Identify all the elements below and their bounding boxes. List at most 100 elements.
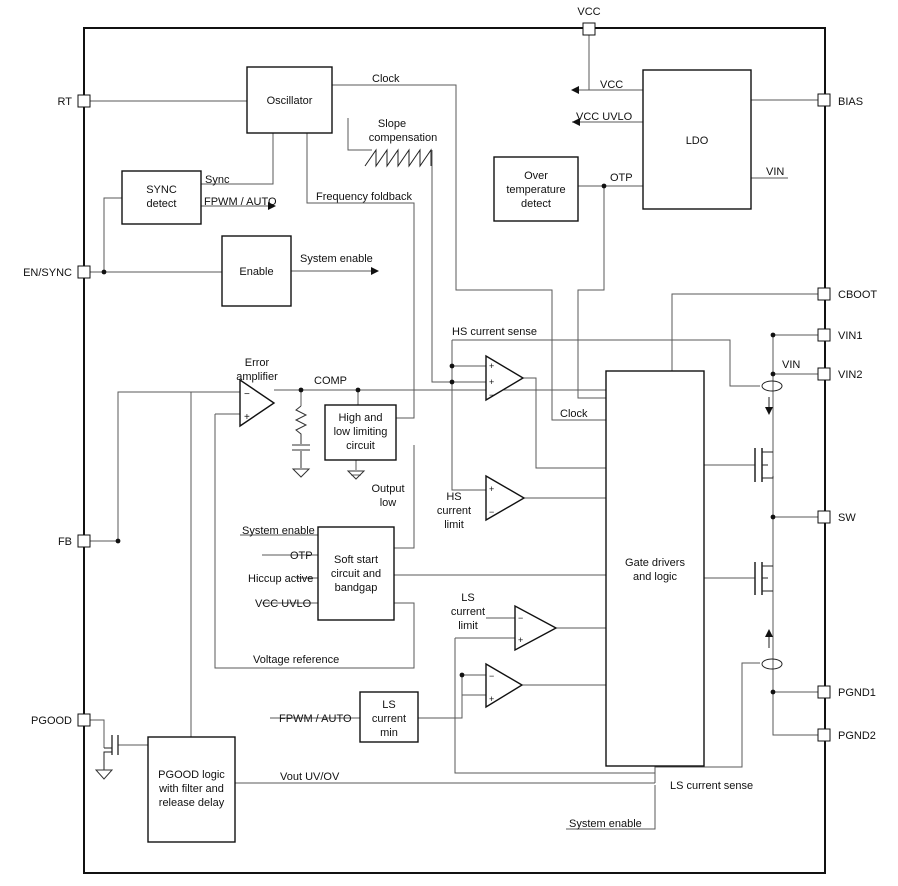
pgood-logic-block bbox=[147, 736, 236, 843]
pin-pgnd1-box[interactable] bbox=[817, 685, 831, 699]
sync-detect-block bbox=[121, 170, 202, 225]
label-fpwm-auto-top: FPWM / AUTO bbox=[204, 196, 277, 208]
hs-current-limit-comparator-symbol bbox=[485, 474, 526, 522]
vcc-uvlo-arrow-icon bbox=[572, 118, 580, 126]
pin-pgood-label: PGOOD bbox=[31, 715, 72, 727]
pin-en-sync-box[interactable] bbox=[77, 265, 91, 279]
ls-mosfet-icon bbox=[754, 562, 773, 595]
hs-mosfet-icon bbox=[754, 448, 774, 482]
soft-start-text-1: Soft start bbox=[334, 554, 378, 566]
label-output-low-2: low bbox=[380, 497, 397, 509]
pin-pgnd2-box[interactable] bbox=[817, 728, 831, 742]
label-ss-otp: OTP bbox=[290, 550, 313, 562]
ls-current-min-text-2: current bbox=[372, 713, 406, 725]
svg-text:+: + bbox=[489, 694, 494, 704]
pin-cboot-box[interactable] bbox=[817, 287, 831, 301]
label-vin-switch: VIN bbox=[782, 359, 800, 371]
over-temp-text-3: detect bbox=[521, 198, 551, 210]
gate-drivers-text-2: and logic bbox=[633, 571, 678, 583]
pin-rt-label: RT bbox=[58, 96, 73, 108]
sync-detect-text-1: SYNC bbox=[146, 184, 177, 196]
label-hs-limit-1: HS bbox=[446, 491, 461, 503]
label-frequency-foldback: Frequency foldback bbox=[316, 191, 412, 203]
pgood-fet-icon bbox=[94, 735, 119, 780]
limiting-text-2: low limiting bbox=[334, 426, 388, 438]
label-hs-limit-3: limit bbox=[444, 519, 464, 531]
svg-text:−: − bbox=[489, 390, 494, 400]
label-vcc-uvlo-out: VCC UVLO bbox=[576, 111, 633, 123]
soft-start-text-3: bandgap bbox=[335, 582, 378, 594]
pin-fb-label: FB bbox=[58, 536, 72, 548]
label-ss-system-enable: System enable bbox=[242, 525, 315, 537]
hs-current-sense-loop-icon bbox=[761, 380, 783, 392]
error-amplifier-symbol bbox=[239, 378, 276, 428]
pgood-logic-text-1: PGOOD logic bbox=[158, 769, 225, 781]
pin-vin2-label: VIN2 bbox=[838, 369, 862, 381]
limiting-text-3: circuit bbox=[346, 440, 375, 452]
label-vout-uv-ov: Vout UV/OV bbox=[280, 771, 340, 783]
junction-dots bbox=[101, 183, 776, 695]
pin-pgnd2-label: PGND2 bbox=[838, 730, 876, 742]
pin-fb-box[interactable] bbox=[77, 534, 91, 548]
label-vin-ldo: VIN bbox=[766, 166, 784, 178]
label-comp: COMP bbox=[314, 375, 347, 387]
pin-rt-box[interactable] bbox=[77, 94, 91, 108]
oscillator-block bbox=[246, 66, 333, 134]
over-temp-text-1: Over bbox=[524, 170, 548, 182]
compensation-network-icon bbox=[291, 405, 311, 478]
enable-text-1: Enable bbox=[239, 266, 273, 278]
limiting-block bbox=[324, 404, 397, 461]
pin-vin2-box[interactable] bbox=[817, 367, 831, 381]
chip-boundary bbox=[83, 27, 826, 874]
ls-current-sense-loop-icon bbox=[761, 658, 783, 670]
label-slope-comp-2: compensation bbox=[369, 132, 438, 144]
sync-detect-text-2: detect bbox=[147, 198, 177, 210]
label-ls-limit-3: limit bbox=[458, 620, 478, 632]
svg-text:+: + bbox=[489, 361, 494, 371]
label-error-amp-2: amplifier bbox=[236, 371, 278, 383]
soft-start-block bbox=[317, 526, 395, 621]
gate-drivers-block bbox=[605, 370, 705, 767]
pin-vin1-box[interactable] bbox=[817, 328, 831, 342]
label-system-enable-top: System enable bbox=[300, 253, 373, 265]
pin-bias-box[interactable] bbox=[817, 93, 831, 107]
svg-text:−: − bbox=[489, 671, 494, 681]
pin-vcc-label: VCC bbox=[577, 6, 600, 18]
error-amp-plus: + bbox=[244, 412, 250, 423]
label-ls-current-sense: LS current sense bbox=[670, 780, 753, 792]
label-fpwm-auto-bottom: FPWM / AUTO bbox=[279, 713, 352, 725]
svg-text:+: + bbox=[489, 377, 494, 387]
label-clock-mid: Clock bbox=[560, 408, 588, 420]
pins bbox=[77, 22, 831, 742]
label-clock-top: Clock bbox=[372, 73, 400, 85]
gate-drivers-text-1: Gate drivers bbox=[625, 557, 685, 569]
pin-sw-label: SW bbox=[838, 512, 856, 524]
pin-bias-label: BIAS bbox=[838, 96, 863, 108]
limiting-text-1: High and bbox=[338, 412, 382, 424]
sawtooth-waveform-icon bbox=[364, 148, 432, 168]
label-ls-limit-1: LS bbox=[461, 592, 474, 604]
pgood-logic-text-2: with filter and bbox=[158, 783, 224, 795]
soft-start-text-2: circuit and bbox=[331, 568, 381, 580]
label-ls-limit-2: current bbox=[451, 606, 485, 618]
pin-pgnd1-label: PGND1 bbox=[838, 687, 876, 699]
pin-vcc-box[interactable] bbox=[582, 22, 596, 36]
ldo-block bbox=[642, 69, 752, 210]
svg-text:+: + bbox=[489, 484, 494, 494]
pin-vin1-label: VIN1 bbox=[838, 330, 862, 342]
ls-current-min-block bbox=[359, 691, 419, 743]
pin-pgood-box[interactable] bbox=[77, 713, 91, 727]
label-otp: OTP bbox=[610, 172, 633, 184]
label-hs-current-sense: HS current sense bbox=[452, 326, 537, 338]
svg-text:−: − bbox=[518, 613, 523, 623]
label-vcc-out: VCC bbox=[600, 79, 623, 91]
ls-current-min-comparator-symbol bbox=[485, 662, 524, 709]
label-output-low-1: Output bbox=[371, 483, 404, 495]
label-hs-limit-2: current bbox=[437, 505, 471, 517]
label-slope-comp-1: Slope bbox=[378, 118, 406, 130]
error-amp-minus: − bbox=[244, 389, 250, 400]
pin-sw-box[interactable] bbox=[817, 510, 831, 524]
oscillator-text-1: Oscillator bbox=[267, 95, 313, 107]
label-sync: Sync bbox=[205, 174, 230, 186]
